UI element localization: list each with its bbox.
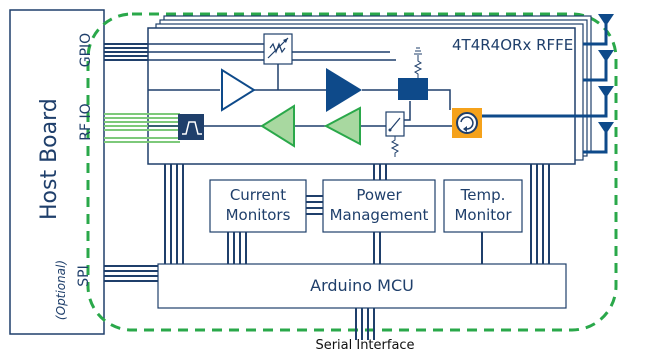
arduino-mcu-box [157, 263, 567, 309]
arduino-mcu-label: Arduino MCU [310, 276, 414, 295]
rffe-title: 4T4R4ORx RFFE [452, 36, 574, 54]
gpio-bus-lines [104, 43, 148, 61]
host-board-label: Host Board [37, 98, 62, 220]
spi-bus-lines [104, 265, 160, 282]
spi-optional-label: (Optional) [54, 259, 68, 321]
switch-icon [385, 111, 405, 157]
current-monitors-label: Current Monitors [210, 185, 306, 225]
temp-monitor-line1: Temp. [460, 186, 506, 204]
gpio-port-label: GPIO [78, 32, 94, 68]
rf-io-port-label: RF IO [78, 103, 94, 141]
current-monitors-line1: Current [229, 186, 287, 204]
temp-monitor-box [443, 179, 523, 233]
spi-port-label: SPI [76, 265, 92, 287]
temp-monitor-label: Temp. Monitor [444, 185, 522, 225]
power-management-line2: Management [329, 206, 429, 224]
rf-io-lines [104, 113, 180, 143]
antenna-feed-lines [482, 24, 608, 154]
system-enclosure-dashed [86, 12, 618, 332]
power-management-label: Power Management [323, 185, 435, 225]
serial-interface-label: Serial Interface [315, 338, 415, 353]
antenna-icon [598, 14, 614, 134]
current-monitors-line2: Monitors [225, 206, 291, 224]
bandpass-filter-icon [178, 114, 204, 140]
temp-monitor-line2: Monitor [454, 206, 512, 224]
control-bus-lines [164, 164, 550, 340]
current-monitors-box [209, 179, 307, 233]
power-management-line1: Power [356, 186, 402, 204]
circulator-icon [452, 108, 482, 138]
termination-load-icon [398, 47, 428, 100]
power-amplifier-icon [326, 68, 362, 112]
lna-1-icon [260, 104, 295, 148]
lna-2-icon [323, 106, 361, 146]
variable-attenuator-icon [263, 33, 293, 65]
driver-amplifier-icon [221, 68, 256, 112]
